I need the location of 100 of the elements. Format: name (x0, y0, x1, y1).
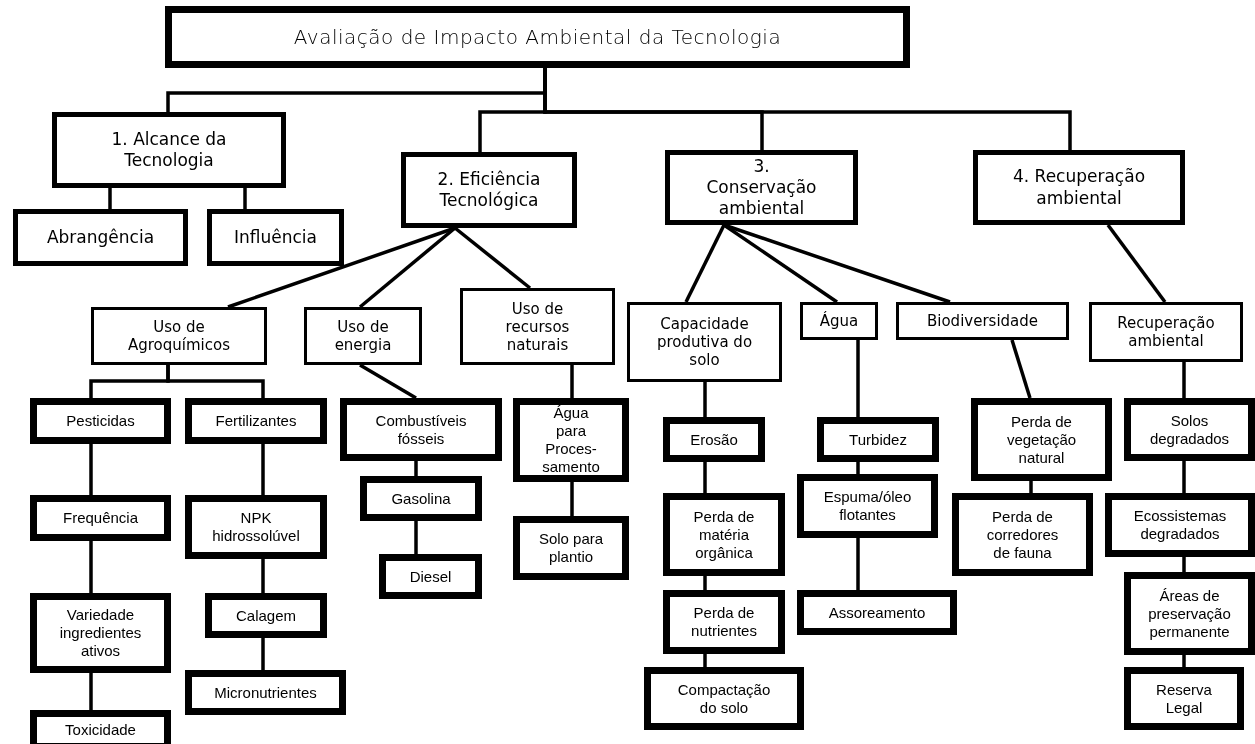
connector-line (570, 482, 574, 516)
category-box (460, 288, 615, 365)
box-label: Calagem (236, 606, 296, 625)
category-box (797, 590, 957, 635)
box-label: Uso de Agroquímicos (127, 318, 231, 354)
connector-line (261, 638, 265, 670)
category-box (1105, 493, 1255, 557)
connector-line (1029, 481, 1033, 493)
category-box (379, 554, 482, 599)
box-label: Micronutrientes (214, 683, 317, 702)
connector-line (1010, 339, 1032, 399)
connector-line (166, 365, 265, 398)
connector-line (453, 226, 532, 290)
category-box (644, 667, 804, 730)
box-label: Toxicidade (65, 721, 136, 739)
box-label: Pesticidas (66, 412, 135, 430)
category-box (513, 398, 629, 482)
box-label: Áreas de preservação permanente (1148, 586, 1231, 641)
box-label: Solos degradados (1149, 411, 1230, 448)
connector-line (261, 444, 265, 495)
box-label: 4. Recuperação ambiental (1011, 166, 1147, 209)
category-box (800, 302, 878, 340)
box-label: Capacidade produtiva do solo (655, 315, 754, 369)
box-label: Fertilizantes (215, 412, 297, 430)
connector-line (243, 188, 247, 209)
category-box (205, 593, 327, 638)
box-label: Reserva Legal (1155, 680, 1213, 717)
connector-line (684, 224, 726, 303)
category-box (207, 209, 344, 266)
category-box (971, 398, 1112, 481)
box-label: Avaliação de Impacto Ambiental da Tecnologia (293, 25, 782, 49)
box-label: Combustíveis fósseis (374, 411, 468, 448)
category-box (304, 307, 422, 365)
box-label: NPK hidrossolúvel (211, 509, 301, 545)
category-box (401, 152, 577, 228)
box-label: Frequência (62, 509, 138, 527)
category-box (817, 417, 939, 462)
box-label: Variedade ingredientes ativos (58, 606, 143, 660)
box-label: Erosão (690, 430, 738, 449)
box-label: Uso de recursos naturais (504, 299, 571, 354)
box-label: Influência (234, 226, 317, 249)
box-label: Abrangência (46, 226, 155, 249)
connector-line (414, 521, 418, 554)
box-label: Biodiversidade (926, 312, 1038, 330)
connector-line (89, 673, 93, 710)
connector-line (703, 654, 707, 667)
connector-line (703, 576, 707, 590)
category-box (91, 307, 267, 365)
category-box (665, 150, 858, 225)
connector-line (703, 382, 707, 417)
category-box (952, 493, 1093, 576)
box-label: Recuperação ambiental (1116, 314, 1216, 350)
connector-line (1182, 362, 1186, 398)
connector-line (703, 462, 707, 493)
category-box (663, 417, 765, 462)
category-box (973, 150, 1185, 225)
category-box (30, 710, 171, 744)
category-box (663, 590, 785, 654)
connector-line (856, 462, 860, 474)
box-label: Assoreamento (828, 603, 926, 622)
box-label: Água para Proces- samento (541, 404, 601, 476)
box-label: Perda de matéria orgânica (692, 507, 756, 562)
category-box (30, 593, 171, 673)
category-box (513, 516, 629, 580)
category-box (185, 495, 327, 559)
category-box (13, 209, 188, 266)
connector-line (261, 559, 265, 593)
connector-line (1182, 557, 1186, 572)
connector-line (89, 541, 93, 593)
connector-line (570, 365, 574, 398)
category-box (360, 476, 482, 521)
category-box (1124, 572, 1255, 655)
box-label: Ecossistemas degradados (1132, 507, 1228, 543)
connector-line (1106, 223, 1167, 304)
category-box (340, 398, 502, 461)
box-label: 1. Alcance da Tecnologia (110, 128, 228, 172)
box-label: Espuma/óleo flotantes (822, 488, 913, 524)
box-label: Perda de vegetação natural (1005, 412, 1078, 467)
box-label: Gasolina (391, 489, 451, 508)
category-box (1089, 302, 1243, 362)
connector-line (1182, 655, 1186, 667)
connector-line (359, 363, 417, 400)
box-label: Solo para plantio (538, 530, 604, 566)
connector-line (1182, 461, 1186, 493)
box-label: 3. Conservação ambiental (705, 155, 818, 220)
connector-line (108, 188, 112, 209)
box-label: Perda de nutrientes (690, 604, 758, 640)
connector-line (414, 461, 418, 476)
box-label: Diesel (409, 567, 452, 586)
box-label: Compactação do solo (676, 680, 772, 717)
category-box (30, 495, 171, 541)
box-label: Turbidez (849, 430, 907, 449)
box-label: 2. Eficiência Tecnológica (436, 168, 542, 212)
connector-line (856, 340, 860, 417)
category-box (797, 474, 938, 538)
category-box (30, 398, 171, 444)
category-box (185, 398, 327, 444)
category-box (627, 302, 782, 382)
category-box (1124, 398, 1255, 461)
category-box (185, 670, 346, 715)
